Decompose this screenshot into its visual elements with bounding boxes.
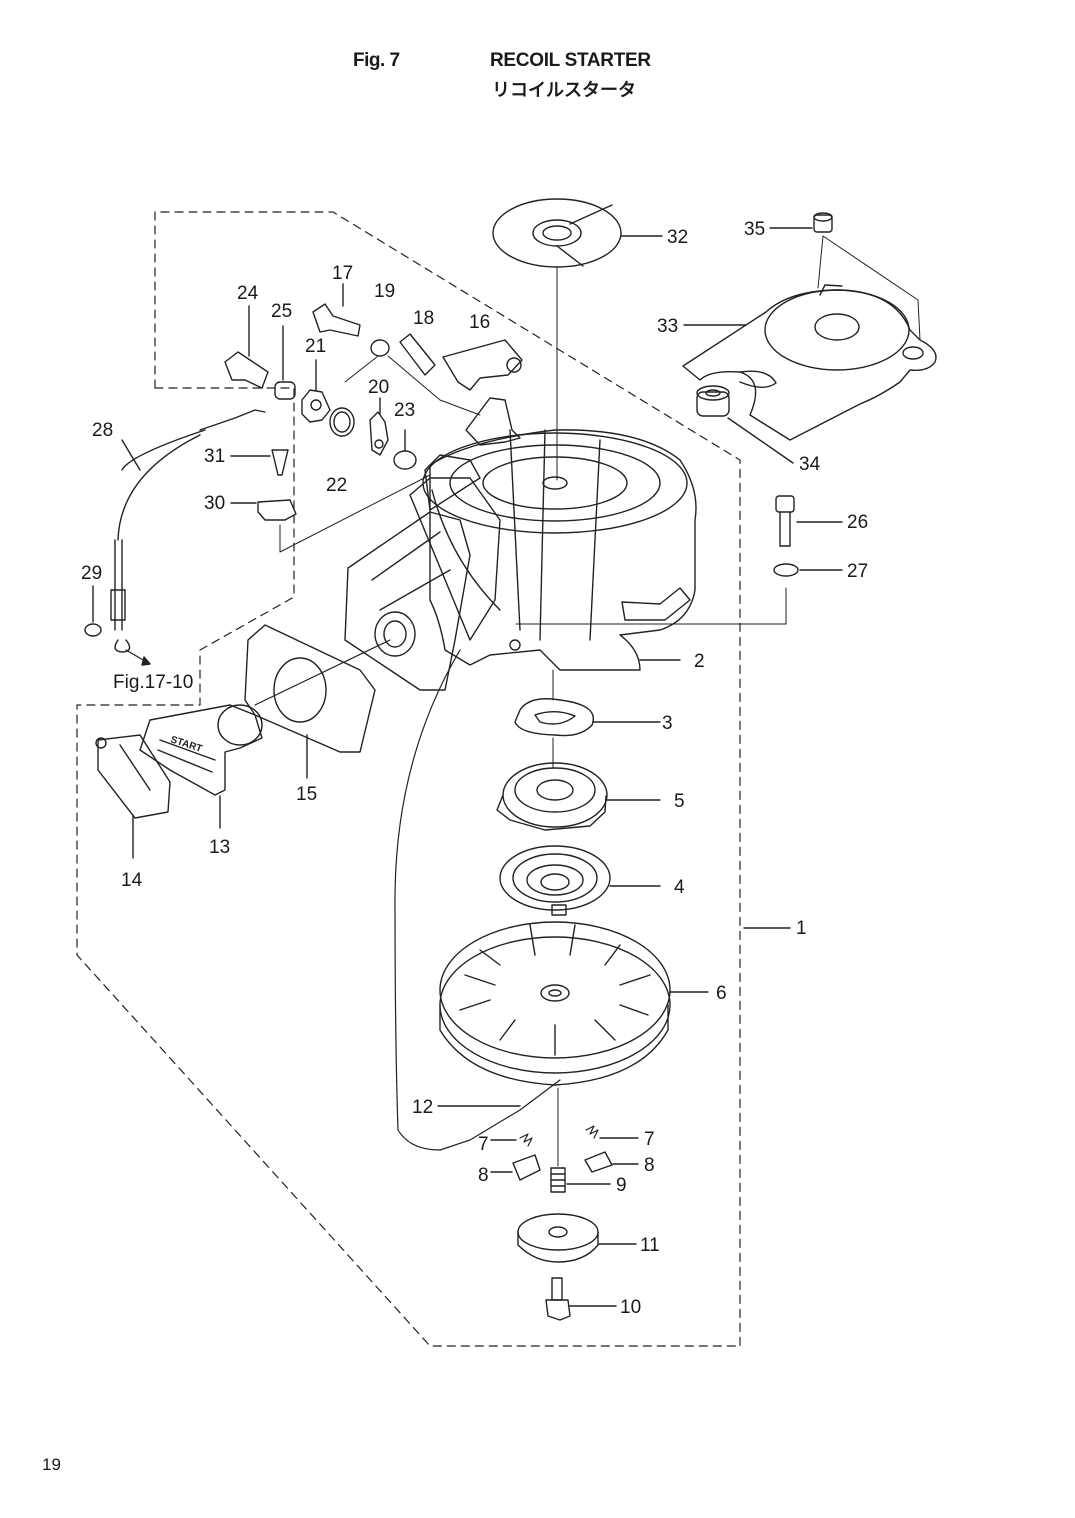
callout-12: 12 [412, 1097, 433, 1118]
leader-19 [344, 355, 481, 416]
callout-26: 26 [847, 512, 868, 533]
part-7-spring-left [519, 1133, 533, 1147]
leader-35-branches [817, 235, 921, 341]
part-14-insert [95, 734, 171, 819]
callout-7-right: 7 [644, 1129, 655, 1150]
handle-decal-text: START [169, 734, 203, 755]
leader-30-box [279, 474, 431, 553]
part-23-washer [393, 450, 417, 470]
callout-31: 31 [204, 446, 225, 467]
part-4-spring [499, 845, 611, 916]
part-30-plate [257, 499, 297, 521]
part-3-spacer [514, 698, 594, 737]
part-22-spring [329, 407, 355, 437]
part-6-reel [439, 921, 671, 1086]
callout-7-left: 7 [478, 1134, 489, 1155]
part-21-plate [301, 389, 331, 423]
callout-27: 27 [847, 561, 868, 582]
callout-16: 16 [469, 312, 490, 333]
callout-30: 30 [204, 493, 225, 514]
assembly-boundary-lower [76, 387, 741, 1347]
callout-2: 2 [694, 651, 705, 672]
callout-33: 33 [657, 316, 678, 337]
callout-13: 13 [209, 837, 230, 858]
part-8-ratchet-left [512, 1154, 541, 1181]
part-8-ratchet-right [584, 1151, 613, 1173]
part-34-grommet [696, 385, 730, 417]
part-29-clip [84, 623, 102, 637]
part-35-grommet [813, 212, 833, 233]
part-27-washer [773, 563, 799, 577]
cross-reference-label: Fig.17-10 [113, 672, 193, 693]
callout-6: 6 [716, 983, 727, 1004]
part-10-bolt [545, 1277, 571, 1321]
callout-24: 24 [237, 283, 259, 304]
figure-title: RECOIL STARTER [490, 50, 651, 71]
callout-21: 21 [305, 336, 326, 357]
part-11-ratchet-guide [517, 1213, 599, 1263]
part-33-cover [682, 284, 937, 441]
part-32-plate [492, 198, 622, 268]
callout-1: 1 [796, 918, 807, 939]
part-26-bolt [775, 495, 795, 547]
figure-number: Fig. 7 [353, 50, 400, 71]
part-9-spring [550, 1167, 566, 1193]
leader-27-mount [515, 587, 787, 625]
figure-title-japanese: リコイルスタータ [492, 80, 636, 101]
callout-9: 9 [616, 1175, 627, 1196]
callout-3: 3 [662, 713, 673, 734]
part-18-pin [399, 333, 436, 376]
callout-8-right: 8 [644, 1155, 655, 1176]
part-12-rope-path [394, 649, 561, 1151]
callout-20: 20 [368, 377, 389, 398]
callout-17: 17 [332, 263, 353, 284]
starter-arm [344, 511, 471, 691]
part-7-spring-right [585, 1125, 599, 1139]
part-28-cable [110, 409, 266, 631]
callout-18: 18 [413, 308, 434, 329]
part-24-bolt [224, 351, 269, 389]
part-20-cam [369, 411, 389, 456]
starter-case [409, 429, 697, 671]
leader-28 [121, 439, 141, 471]
part-17-bolt [312, 303, 361, 337]
callout-28: 28 [92, 420, 113, 441]
callout-23: 23 [394, 400, 415, 421]
callout-15: 15 [296, 784, 317, 805]
rope-handle-line [254, 639, 391, 706]
callout-4: 4 [674, 877, 685, 898]
page-number: 19 [42, 1455, 61, 1474]
callout-10: 10 [620, 1297, 641, 1318]
callout-8-left: 8 [478, 1165, 489, 1186]
callout-19: 19 [374, 281, 395, 302]
part-13-handle: START [139, 704, 263, 796]
part-19-ring [370, 339, 390, 357]
callout-11: 11 [640, 1235, 660, 1256]
cable-end-loop [114, 639, 131, 653]
callout-14: 14 [121, 870, 143, 891]
part-31-screw [271, 449, 289, 476]
page-header: Fig. 7 RECOIL STARTER リコイルスタータ [0, 0, 1075, 110]
part-16-lever [442, 339, 523, 446]
cable-arrowhead [141, 656, 151, 666]
callout-29: 29 [81, 563, 102, 584]
callout-22: 22 [326, 475, 347, 496]
callout-5: 5 [674, 791, 685, 812]
callout-25: 25 [271, 301, 292, 322]
callout-35: 35 [744, 219, 765, 240]
assembly-boundary-upper [154, 211, 741, 1347]
callout-32: 32 [667, 227, 688, 248]
callout-34: 34 [799, 454, 821, 475]
part-25-collar [274, 381, 296, 400]
part-15-gasket [244, 624, 376, 753]
leader-34 [727, 417, 794, 464]
part-5-spring-case [496, 762, 608, 831]
callout-labels: 1 2 3 4 5 6 7 7 8 8 9 10 11 12 13 14 15 … [81, 219, 868, 1318]
